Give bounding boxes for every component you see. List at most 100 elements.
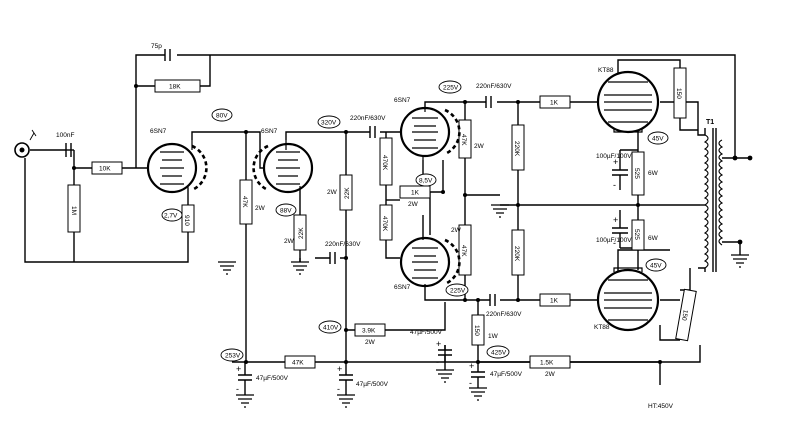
label-pi-plate-top-power: 2W bbox=[474, 143, 485, 150]
resistor-1k-top bbox=[539, 95, 571, 109]
minus-sign: - bbox=[613, 238, 616, 248]
label-dec-res-4-power: 2W bbox=[545, 371, 556, 378]
labels: 100nF 10K 1M 75p 18K 6SN7 910 47K 2W 6SN… bbox=[56, 43, 714, 410]
voltage-253: 253V bbox=[225, 353, 241, 360]
resistor-470k-top bbox=[379, 137, 393, 186]
plus-sign: + bbox=[236, 364, 241, 374]
resistor-47k-pi-top bbox=[458, 119, 472, 159]
resistor-150-dec bbox=[471, 314, 485, 346]
label-bias-bot: 220K bbox=[513, 246, 520, 262]
label-screen-top: 150 bbox=[675, 88, 682, 99]
tube-pi-top bbox=[399, 106, 461, 160]
label-v1-tube: 6SN7 bbox=[150, 128, 167, 135]
resistor-10k bbox=[91, 161, 123, 175]
label-v2-plate-res: 22K bbox=[344, 187, 351, 199]
label-transformer: T1 bbox=[706, 119, 714, 126]
voltage-pi-plate-bot: 225V bbox=[450, 288, 466, 295]
label-dec-cap-1: 47µF/500V bbox=[256, 375, 289, 382]
label-pi-grid-res-bot: 470K bbox=[381, 216, 388, 232]
label-dec-res-1: 47K bbox=[292, 360, 304, 367]
tube-kt88-bot bbox=[596, 267, 660, 332]
voltage-kt88-cath-bot: 45V bbox=[650, 263, 662, 270]
voltage-v2-plate: 320V bbox=[321, 120, 337, 127]
label-fb-res: 18K bbox=[169, 84, 181, 91]
label-v2-plate-power: 2W bbox=[327, 189, 338, 196]
label-pi-plate-top: 47K bbox=[460, 134, 467, 146]
resistor-1k-tail bbox=[399, 185, 431, 199]
tube-pi-bot bbox=[399, 236, 461, 288]
minus-sign: - bbox=[236, 384, 239, 394]
label-input-res: 10K bbox=[99, 166, 111, 173]
resistor-47k-v1 bbox=[239, 179, 253, 225]
voltage-v1-plate: 80V bbox=[216, 113, 228, 120]
input-jack-icon bbox=[14, 129, 37, 158]
label-pi-plate-bot-power: 2W bbox=[451, 227, 462, 234]
resistor-1k-bot bbox=[539, 293, 571, 307]
resistor-150-bot bbox=[675, 288, 697, 342]
label-out-cap-top: 220nF/630V bbox=[476, 83, 512, 90]
ground-symbols bbox=[218, 204, 749, 408]
resistor-22k-v2plate bbox=[339, 174, 353, 211]
label-pi-tube-bot: 6SN7 bbox=[394, 284, 411, 291]
plus-sign: + bbox=[613, 215, 618, 225]
tube-kt88-top bbox=[596, 70, 660, 134]
label-pi-grid-res-top: 470K bbox=[381, 155, 388, 171]
voltage-410: 410V bbox=[323, 325, 339, 332]
voltage-pi-plate-top: 225V bbox=[443, 85, 459, 92]
plus-sign: + bbox=[337, 364, 342, 374]
resistor-1m bbox=[67, 184, 81, 233]
voltage-bubbles bbox=[161, 80, 669, 362]
minus-sign: - bbox=[469, 378, 472, 388]
label-dec-cap-3: 47µF/500V bbox=[410, 329, 443, 336]
minus-sign: - bbox=[436, 357, 439, 367]
label-bias-top: 220K bbox=[513, 141, 520, 157]
label-pi-tail-power: 2W bbox=[408, 201, 419, 208]
label-dec-res-3: 150 bbox=[473, 325, 480, 336]
label-cath-cap-top: 100µF/100V bbox=[596, 153, 632, 160]
resistor-910 bbox=[181, 204, 195, 233]
resistor-47k-dec bbox=[284, 355, 316, 369]
label-v1-cath-res: 910 bbox=[183, 215, 190, 226]
label-dec-cap-2: 47µF/500V bbox=[356, 381, 389, 388]
label-cath-bot-power: 6W bbox=[648, 235, 659, 242]
resistor-1-5k bbox=[529, 355, 571, 369]
label-v1-plate-res: 47K bbox=[241, 196, 248, 208]
resistors bbox=[67, 67, 697, 369]
plus-sign: + bbox=[613, 157, 618, 167]
voltage-pi-tail: 8,5V bbox=[419, 178, 433, 185]
label-kt88-top: KT88 bbox=[598, 67, 614, 74]
plus-sign: + bbox=[436, 339, 441, 349]
label-cath-top: 525 bbox=[633, 168, 640, 179]
voltage-v1-cathode: 2,7V bbox=[164, 213, 178, 220]
capacitors bbox=[65, 49, 628, 395]
label-pi-tube-top: 6SN7 bbox=[394, 97, 411, 104]
label-cath-cap-bot: 100µF/100V bbox=[596, 237, 632, 244]
label-screen-bot: 150 bbox=[680, 309, 689, 321]
label-kt88-bot: KT88 bbox=[594, 324, 610, 331]
label-dec-res-3-power: 1W bbox=[488, 333, 499, 340]
minus-sign: - bbox=[337, 384, 340, 394]
output-transformer-icon bbox=[703, 128, 724, 272]
label-cath-bot: 525 bbox=[633, 229, 640, 240]
minus-sign: - bbox=[613, 180, 616, 190]
label-dec-res-4: 1.5K bbox=[540, 360, 554, 367]
label-fb-cap: 75p bbox=[151, 43, 162, 50]
resistor-220k-top bbox=[511, 124, 525, 171]
voltage-kt88-cath-top: 45V bbox=[652, 136, 664, 143]
label-pi-tail: 1K bbox=[411, 190, 420, 197]
label-ht: HT:450V bbox=[648, 403, 674, 410]
label-gs-bot: 1K bbox=[550, 298, 559, 305]
resistor-150-top bbox=[673, 67, 687, 119]
voltage-v2-cathode: 88V bbox=[280, 208, 292, 215]
resistor-220k-bot bbox=[511, 229, 525, 276]
resistor-22k-v2cath bbox=[293, 214, 307, 251]
label-cap-mid: 220nF/630V bbox=[325, 241, 361, 248]
junctions bbox=[72, 84, 753, 364]
label-v1-plate-power: 2W bbox=[255, 205, 266, 212]
label-dec-res-2-power: 2W bbox=[365, 339, 376, 346]
label-pi-plate-bot: 47K bbox=[460, 245, 467, 257]
label-input-cap: 100nF bbox=[56, 132, 74, 139]
label-cath-top-power: 6W bbox=[648, 170, 659, 177]
resistor-3-9k bbox=[354, 323, 386, 337]
label-gs-top: 1K bbox=[550, 100, 559, 107]
